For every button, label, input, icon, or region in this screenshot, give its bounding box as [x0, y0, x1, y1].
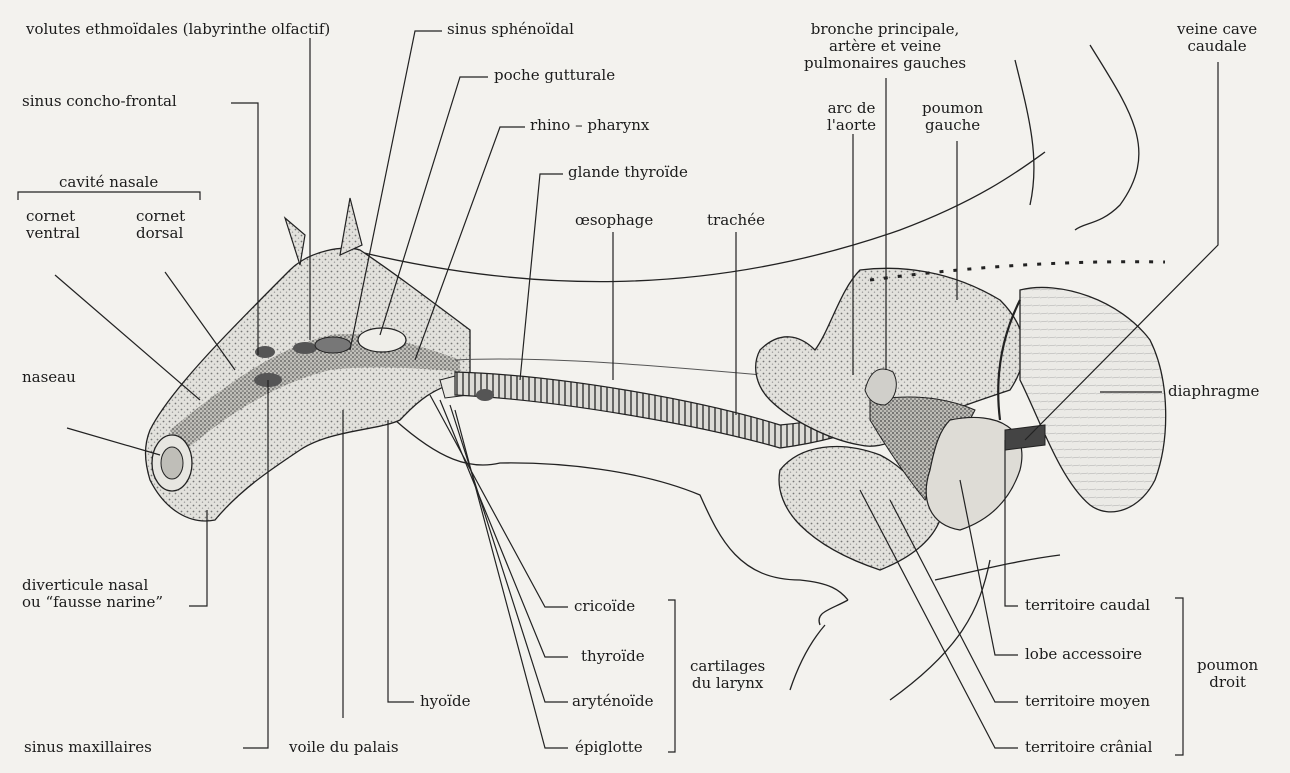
label-cricoide: cricoïde — [572, 598, 637, 615]
label-trachee: trachée — [705, 212, 767, 229]
label-naseau: naseau — [20, 369, 78, 386]
label-oesophage: œsophage — [573, 212, 655, 229]
label-cornet-ventral: cornet ventral — [24, 208, 82, 242]
label-bronche-principale: bronche principale, artère et veine pulm… — [802, 21, 968, 72]
label-volutes-ethmoidales: volutes ethmoïdales (labyrinthe olfactif… — [24, 21, 332, 38]
label-voile-du-palais: voile du palais — [287, 739, 401, 756]
label-cavite-nasale: cavité nasale — [57, 174, 160, 191]
label-rhino-pharynx: rhino – pharynx — [528, 117, 651, 134]
thorax-organs — [756, 262, 1166, 570]
label-diaphragme: diaphragme — [1166, 383, 1261, 400]
label-sinus-sphenoidal: sinus sphénoïdal — [445, 21, 576, 38]
label-poumon-gauche: poumon gauche — [920, 100, 985, 134]
label-veine-cave-caudale: veine cave caudale — [1175, 21, 1259, 55]
label-glande-thyroide: glande thyroïde — [566, 164, 690, 181]
label-hyoide: hyoïde — [418, 693, 472, 710]
label-cartilages-du-larynx: cartilages du larynx — [688, 658, 767, 692]
label-poumon-droit: poumon droit — [1195, 657, 1260, 691]
label-epiglotte: épiglotte — [573, 739, 645, 756]
label-arc-aorte: arc de l'aorte — [825, 100, 878, 134]
label-poche-gutturale: poche gutturale — [492, 67, 617, 84]
label-lobe-accessoire: lobe accessoire — [1023, 646, 1144, 663]
label-territoire-caudal: territoire caudal — [1023, 597, 1152, 614]
label-sinus-concho-frontal: sinus concho-frontal — [20, 93, 179, 110]
label-cornet-dorsal: cornet dorsal — [134, 208, 187, 242]
label-arytenoide: aryténoïde — [570, 693, 655, 710]
horse-head — [146, 198, 471, 521]
label-diverticule-nasal: diverticule nasal ou “fausse narine” — [20, 577, 165, 611]
label-territoire-moyen: territoire moyen — [1023, 693, 1152, 710]
label-thyroide: thyroïde — [579, 648, 647, 665]
label-territoire-cranial: territoire crânial — [1023, 739, 1154, 756]
label-sinus-maxillaires: sinus maxillaires — [22, 739, 154, 756]
